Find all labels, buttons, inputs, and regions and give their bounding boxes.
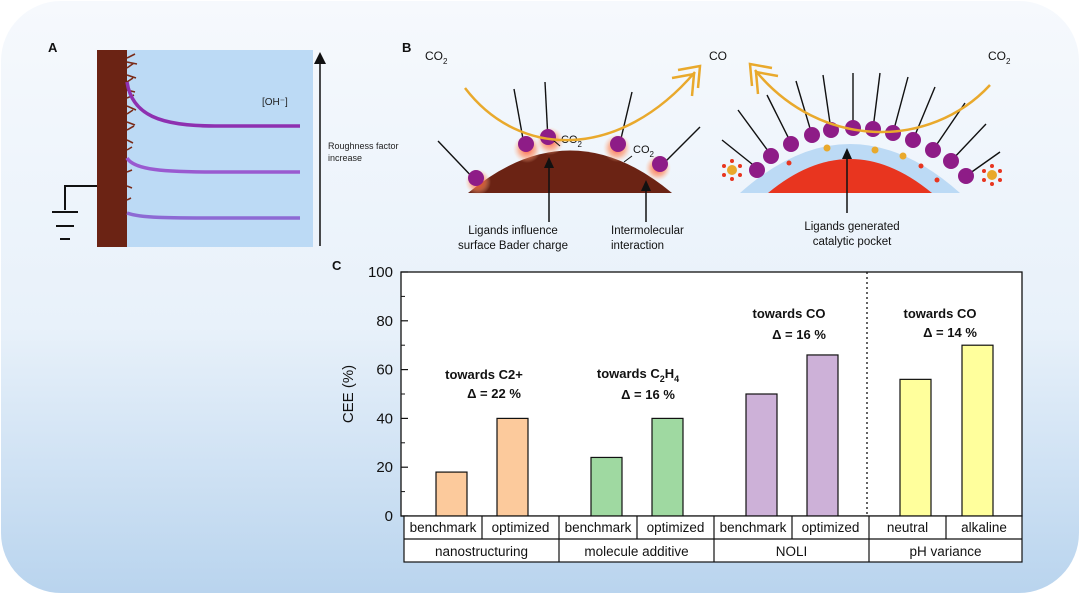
catalyst-red-dome [768, 159, 932, 193]
category-label: optimized [492, 520, 550, 535]
chart-y-axis: 0 20 40 60 80 100 [368, 264, 408, 525]
oh-profile-2 [125, 156, 300, 174]
annotation-direction: towards CO [904, 306, 977, 321]
co-mid-label: CO [709, 49, 727, 63]
bar-optimized [651, 417, 684, 517]
y-tick-label: 40 [376, 410, 393, 427]
category-label: neutral [887, 520, 928, 535]
co2-left-label: CO2 [425, 49, 448, 66]
oh-profile-1 [125, 81, 300, 128]
annotation-direction: towards C2+ [445, 367, 523, 382]
solvated-ion-left [722, 159, 742, 181]
surface-co2-1-pointer [552, 139, 561, 147]
annotation-delta: Δ = 16 % [621, 387, 675, 402]
category-label: benchmark [565, 520, 632, 535]
bader-label-1: Ligands influence [468, 225, 558, 237]
intermolecular-label-1: Intermolecular [611, 225, 684, 237]
annotation-direction: towards CO [753, 306, 826, 321]
y-tick-label: 20 [376, 459, 393, 476]
bar-neutral [899, 378, 932, 517]
reaction-arrow-left [464, 71, 696, 142]
ligand-heads-left [468, 129, 668, 186]
bader-label-2: surface Bader charge [458, 240, 568, 252]
panel-c: C CEE (%) 0 20 40 60 80 100 benchmark optimize… [332, 258, 1023, 563]
y-tick-label: 80 [376, 313, 393, 330]
roughness-label-2: increase [328, 153, 362, 163]
reaction-arrow-right [754, 69, 991, 134]
group-annotations: towards C2+ Δ = 22 % towards C2H4 Δ = 16 % t… [445, 306, 977, 402]
solvated-ion-right [982, 164, 1002, 186]
roughness-arrow-head [314, 52, 326, 64]
category-label: optimized [802, 520, 860, 535]
group-label: pH variance [909, 544, 981, 559]
category-labels: benchmark optimized benchmark optimized benc… [410, 516, 1007, 562]
bar-optimized [496, 417, 529, 517]
surface-co2-2: CO2 [633, 144, 655, 159]
oh-label: [OH⁻] [262, 97, 288, 108]
reaction-arrow-left-head-2 [671, 72, 696, 97]
group-label: nanostructuring [435, 544, 528, 559]
group-label: molecule additive [584, 544, 688, 559]
annotation-delta: Δ = 16 % [772, 327, 826, 342]
panel-c-label: C [332, 258, 342, 273]
group-label: NOLI [776, 544, 808, 559]
category-label: benchmark [410, 520, 477, 535]
surface-co2-2-pointer [623, 155, 633, 163]
panel-b: B CO2 CO CO2 CO2 CO [402, 40, 1011, 252]
panel-a: A [OH⁻] Roughness factor increase [48, 40, 399, 247]
cation-dots [786, 144, 940, 183]
reaction-arrow-right-head-1 [748, 62, 773, 87]
bar-optimized [806, 354, 839, 517]
panel-b-label: B [402, 40, 411, 55]
y-tick-label: 100 [368, 264, 393, 281]
reaction-arrow-right-head-2 [754, 70, 779, 95]
category-label: optimized [647, 520, 705, 535]
co2-right-label: CO2 [988, 49, 1011, 66]
roughness-label-1: Roughness factor [328, 141, 399, 151]
intermolecular-arrow-head [641, 180, 651, 191]
electrolyte-region [120, 50, 313, 247]
annotation-direction: towards C2H4 [597, 366, 679, 384]
category-label: benchmark [720, 520, 787, 535]
ground-icon [52, 185, 97, 240]
annotation-delta: Δ = 14 % [923, 325, 977, 340]
reaction-arrow-left-head-1 [677, 64, 702, 89]
y-tick-label: 0 [385, 508, 393, 525]
bar-alkaline [961, 344, 994, 517]
pocket-arrow-head [842, 148, 852, 159]
category-label: alkaline [961, 520, 1007, 535]
panel-a-label: A [48, 40, 58, 55]
bar-benchmark [435, 471, 468, 517]
electrode-bar [97, 50, 127, 247]
bar-benchmark [745, 393, 778, 517]
ligand-heads-right [749, 120, 974, 184]
bader-arrow-head [544, 157, 554, 168]
pocket-label-2: catalytic pocket [813, 236, 892, 248]
y-tick-label: 60 [376, 362, 393, 379]
pocket-label-1: Ligands generated [804, 221, 899, 233]
chart-ylabel: CEE (%) [340, 365, 357, 423]
intermolecular-label-2: interaction [611, 240, 664, 252]
chart-bars [435, 344, 994, 517]
oh-profile-3 [126, 211, 300, 220]
bar-benchmark [590, 456, 623, 517]
annotation-delta: Δ = 22 % [467, 386, 521, 401]
